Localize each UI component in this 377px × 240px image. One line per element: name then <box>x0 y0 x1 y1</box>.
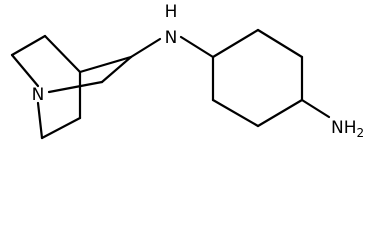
amine-linker <box>129 35 215 59</box>
amino-group-label: NH2 <box>331 118 364 140</box>
chemical-structure: N H N NH2 <box>10 2 364 140</box>
bond-n1-c7 <box>47 80 104 94</box>
quinuclidine-cage <box>10 34 133 140</box>
bond-n1-c2 <box>10 53 40 88</box>
bond-c3-c4 <box>43 34 82 74</box>
bond-c8-nh <box>129 37 162 59</box>
bond-n1-c5 <box>36 101 44 140</box>
bond-ring-1 <box>211 28 260 59</box>
bond-c7-c8 <box>100 55 133 84</box>
amino-subscript: 2 <box>357 126 365 140</box>
bond-c2-c3 <box>10 34 47 57</box>
bond-ring-nh2 <box>300 98 331 119</box>
amino-nh-text: NH <box>331 118 357 138</box>
amine-h-label: H <box>165 2 178 22</box>
bond-ring-5 <box>211 98 260 128</box>
bond-ring-2 <box>256 28 304 59</box>
bond-ring-4 <box>256 98 304 128</box>
cyclohexane-ring <box>211 28 304 128</box>
amine-n-label: N <box>165 28 178 48</box>
bond-nh-cyclohexyl <box>179 35 215 59</box>
bond-c8-c4 <box>78 55 133 74</box>
bond-c5-c6 <box>40 116 82 140</box>
bridgehead-n-label: N <box>32 85 45 105</box>
